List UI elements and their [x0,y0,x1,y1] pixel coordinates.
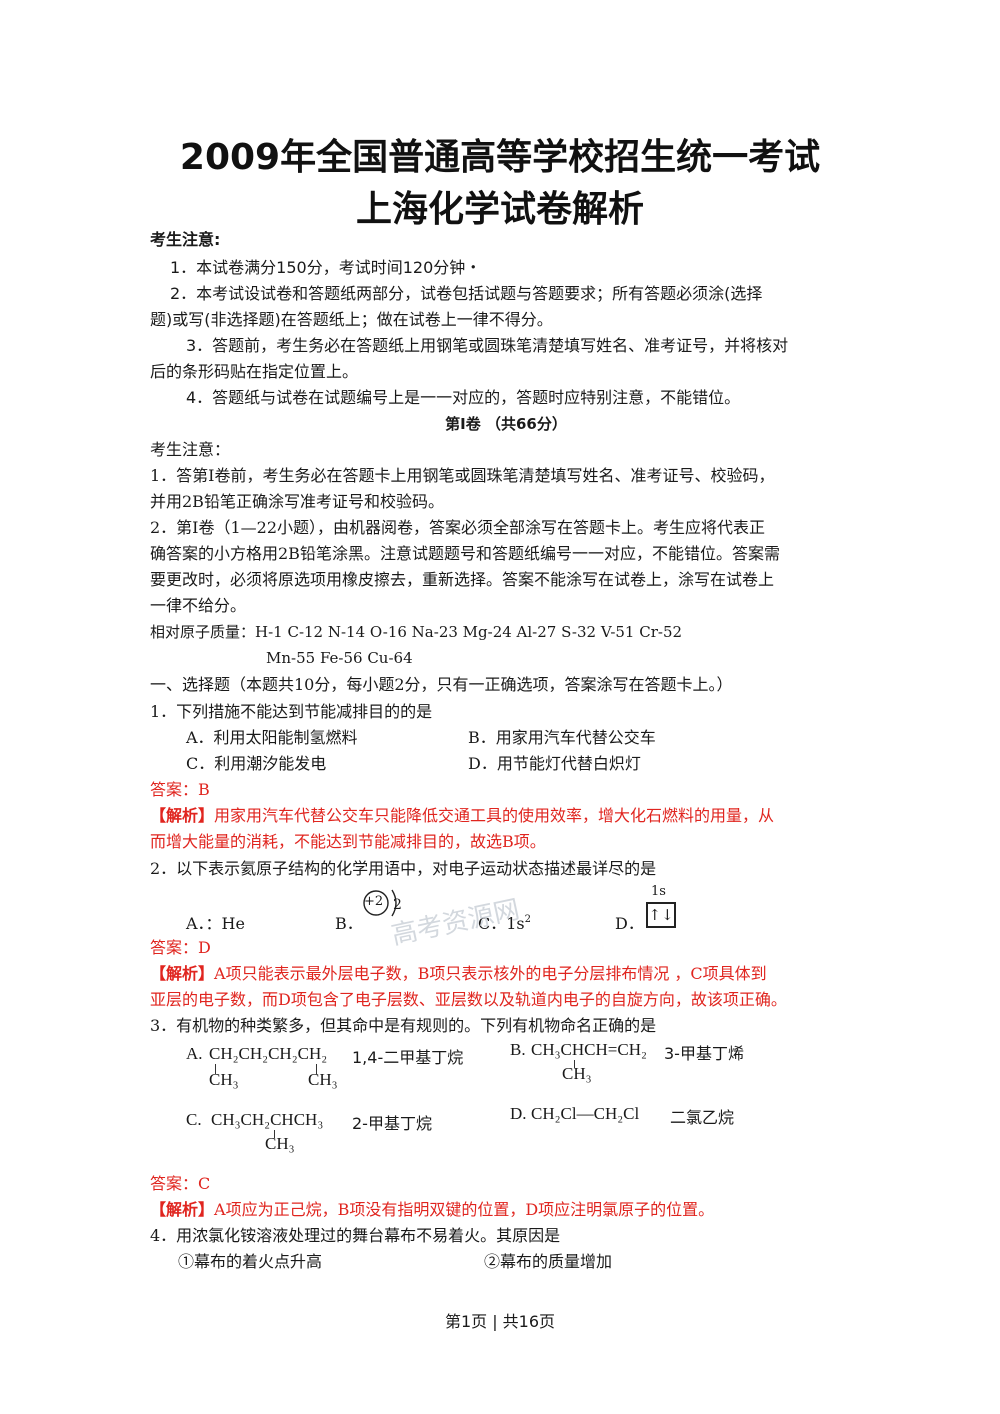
notice-heading: 考生注意: [150,230,221,249]
q3-option-c-formula: CH₃CH₂CHCH₃ [211,1110,324,1129]
q2-option-a: A．：He [186,914,245,933]
q3-analysis-tag: 【解析】 [150,1200,215,1219]
q3-option-b-label: B. [510,1040,526,1059]
q2-shell-electrons: 2 [393,897,402,913]
q2-orbital-label: 1s [651,884,666,899]
q2-option-c-label: C．1s [478,914,525,933]
q1-analysis-text-1: 用家用汽车代替公交车只能降低交通工具的使用效率，增大化石燃料的用量，从 [214,806,775,825]
q3-a-bond-2 [316,1064,317,1074]
q2-stem: 2．以下表示氦原子结构的化学用语中，对电子运动状态描述最详尽的是 [150,859,657,878]
page-footer: 第1页 | 共16页 [444,1312,556,1331]
electron-shell-arc [391,889,397,917]
q1-option-a: A．利用太阳能制氢燃料 [186,728,358,747]
q4-item-2: ②幕布的质量增加 [484,1252,613,1271]
part-1-heading: 一、选择题（本题共10分，每小题2分，只有一正确选项，答案涂写在答题卡上。） [150,675,733,694]
q3-b-bond [574,1060,575,1068]
q1-option-c: C．利用潮汐能发电 [186,754,327,773]
q3-option-b-name: 3-甲基丁烯 [664,1044,744,1063]
q1-stem: 1．下列措施不能达到节能减排目的的是 [150,702,433,721]
atomic-mass-line-2: Mn-55 Fe-56 Cu-64 [266,649,413,667]
q3-option-d-name: 二氯乙烷 [670,1108,735,1127]
title-line-2: 上海化学试卷解析 [355,189,644,230]
q3-option-d-label: D. [510,1104,527,1123]
q1-answer: 答案：B [150,780,210,799]
section-1-line-5: 要更改时，必须将原选项用橡皮擦去，重新选择。答案不能涂写在试卷上，涂写在试卷上 [150,570,775,589]
q1-analysis-tag: 【解析】 [150,806,215,825]
section-1-line-6: 一律不给分。 [150,596,247,615]
q4-stem: 4．用浓氯化铵溶液处理过的舞台幕布不易着火。其原因是 [150,1226,561,1245]
q2-atomic-structure-diagram [363,889,397,917]
q3-analysis: 【解析】A项应为正己烷，B项没有指明双键的位置，D项应注明氯原子的位置。 [150,1198,862,1222]
q3-option-a-formula: CH₂CH₂CH₂CH₂ [209,1044,328,1063]
q3-a-bond-1 [215,1064,216,1074]
q2-nucleus-charge: +2 [364,894,384,909]
q3-option-b-formula: CH₃CHCH=CH₂ [531,1040,647,1059]
q2-analysis-text-1: A项只能表示最外层电子数，B项只表示核外的电子分层排布情况 ，C项具体到 [214,964,767,983]
notice-item-3-cont: 后的条形码贴在指定位置上。 [150,362,359,381]
notice-item-4: 4．答题纸与试卷在试题编号上是一一对应的，答题时应特别注意，不能错位。 [186,388,741,407]
q3-analysis-text: A项应为正己烷，B项没有指明双键的位置，D项应注明氯原子的位置。 [214,1200,715,1219]
q2-option-d-label: D． [615,914,644,933]
q2-analysis-line-1: 【解析】A项只能表示最外层电子数，B项只表示核外的电子分层排布情况 ，C项具体到 [150,962,862,986]
q2-answer: 答案：D [150,938,211,957]
q2-option-c-superscript: 2 [524,914,532,925]
q2-analysis-tag: 【解析】 [150,964,215,983]
q2-orbital-box: ↑↓ [646,902,676,928]
q3-option-a-branch-1: CH₃ [209,1070,239,1089]
q2-analysis-line-2: 亚层的电子数，而D项包含了电子层数、亚层数以及轨道内电子的自旋方向，故该项正确。 [150,990,787,1009]
section-1-line-3: 2．第Ⅰ卷（1—22小题），由机器阅卷，答案必须全部涂写在答题卡上。考生应将代表… [150,518,766,537]
q1-option-d: D．用节能灯代替白炽灯 [468,754,641,773]
q2-option-c: C．1s2 [478,912,531,939]
notice-item-2-cont: 题)或写(非选择题)在答题纸上；做在试卷上一律不得分。 [150,310,553,329]
q3-option-a-name: 1,4-二甲基丁烷 [352,1048,464,1067]
q1-analysis-line-1: 【解析】用家用汽车代替公交车只能降低交通工具的使用效率，增大化石燃料的用量，从 [150,804,862,828]
section-1-heading: 第Ⅰ卷 （共66分） [445,415,567,433]
section-1-notice-heading: 考生注意： [150,440,231,459]
q1-option-b: B．用家用汽车代替公交车 [468,728,656,747]
notice-item-2: 2．本考试设试卷和答题纸两部分，试卷包括试题与答题要求；所有答题必须涂(选择 [170,284,763,303]
q3-option-a-label: A. [186,1044,203,1063]
q1-analysis-line-2: 而增大能量的消耗，不能达到节能减排目的，故选B项。 [150,832,546,851]
atomic-mass-line-1: 相对原子质量：H-1 C-12 N-14 O-16 Na-23 Mg-24 Al… [150,623,683,641]
q3-option-c-branch: CH₃ [265,1134,295,1153]
notice-item-1: 1．本试卷满分150分，考试时间120分钟・ [170,258,482,277]
title-line-1: 2009年全国普通高等学校招生统一考试 [179,137,821,178]
q3-option-c-name: 2-甲基丁烷 [352,1114,432,1133]
q3-option-b-branch: CH₃ [562,1064,592,1083]
nucleus-circle [363,890,389,916]
q3-c-bond [274,1130,275,1138]
notice-item-3: 3．答题前，考生务必在答题纸上用钢笔或圆珠笔清楚填写姓名、准考证号，并将核对 [186,336,789,355]
section-1-line-1: 1．答第Ⅰ卷前，考生务必在答题卡上用钢笔或圆珠笔清楚填写姓名、准考证号、校验码， [150,466,775,485]
q3-option-c-label: C. [186,1110,202,1129]
q3-option-a-branch-2: CH₃ [308,1070,338,1089]
section-1-line-2: 并用2B铅笔正确涂写准考证号和校验码。 [150,492,444,511]
q2-option-b-label: B． [335,914,363,933]
section-1-line-4: 确答案的小方格用2B铅笔涂黑。注意试题题号和答题纸编号一一对应，不能错位。答案需 [150,544,780,563]
q4-item-1: ①幕布的着火点升高 [178,1252,323,1271]
q3-option-d-formula: CH₂Cl—CH₂Cl [531,1104,640,1123]
q3-stem: 3．有机物的种类繁多，但其命中是有规则的。下列有机物命名正确的是 [150,1016,657,1035]
q3-answer: 答案：C [150,1174,211,1193]
